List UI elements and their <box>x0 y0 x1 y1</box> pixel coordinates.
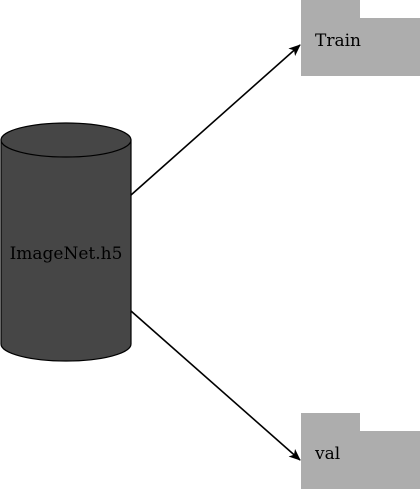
source-label: ImageNet.h5 <box>10 244 123 264</box>
folder-icon <box>301 0 420 76</box>
folder-icon <box>301 413 420 489</box>
database-cylinder-icon <box>0 122 132 362</box>
cylinder-top <box>0 122 132 158</box>
folder-tab <box>301 0 360 18</box>
arrow-to-train <box>130 44 301 196</box>
folder-body <box>301 431 420 489</box>
folder-tab <box>301 413 360 431</box>
val-folder-label: val <box>314 444 340 464</box>
train-folder-label: Train <box>315 31 361 51</box>
arrow-to-val <box>130 310 301 461</box>
cylinder-body <box>0 139 132 362</box>
folder-body <box>301 18 420 76</box>
